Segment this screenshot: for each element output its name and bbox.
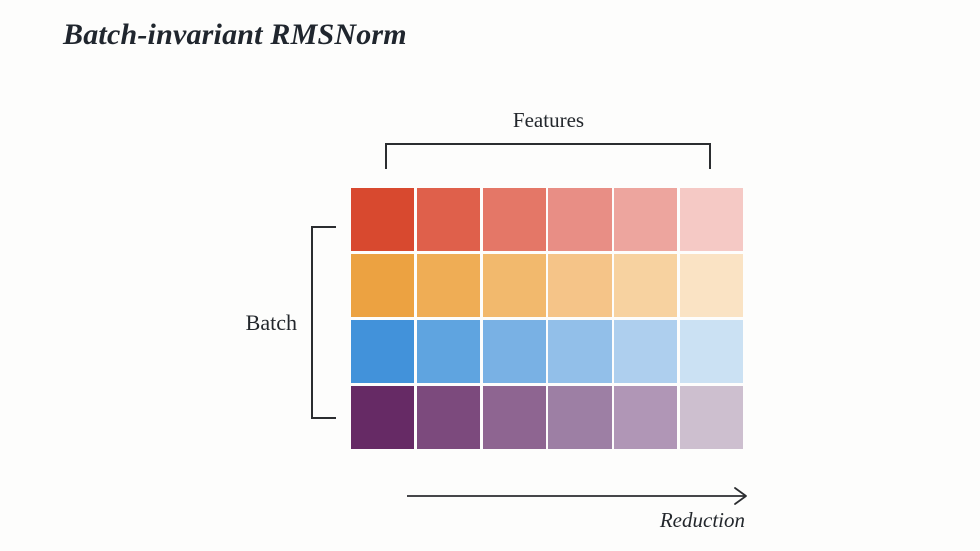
- grid-cell-r2-c2: [482, 319, 546, 384]
- grid-cell-r2-c5: [679, 319, 743, 384]
- grid-cell-r1-c0: [351, 253, 415, 318]
- reduction-arrow-icon: [407, 487, 747, 505]
- grid-cell-r0-c5: [679, 188, 743, 252]
- grid-cell-r1-c2: [482, 253, 546, 318]
- grid-cell-r1-c4: [614, 253, 678, 318]
- grid-cell-r0-c4: [614, 188, 678, 252]
- grid-cell-r0-c2: [482, 188, 546, 252]
- grid-cell-r0-c0: [351, 188, 415, 252]
- batch-axis-label: Batch: [245, 310, 297, 335]
- grid-cell-r2-c0: [351, 319, 415, 384]
- page-title: Batch-invariant RMSNorm: [63, 18, 407, 51]
- grid-cell-r1-c5: [679, 253, 743, 318]
- grid-cell-r3-c5: [679, 385, 743, 449]
- batch-bracket: [311, 226, 336, 419]
- heatmap-grid: [351, 188, 743, 449]
- grid-cell-r2-c3: [548, 319, 612, 384]
- features-bracket: [385, 143, 711, 169]
- grid-cell-r3-c2: [482, 385, 546, 449]
- grid-cell-r3-c4: [614, 385, 678, 449]
- grid-cell-r1-c3: [548, 253, 612, 318]
- grid-cell-r3-c0: [351, 385, 415, 449]
- grid-cell-r2-c4: [614, 319, 678, 384]
- grid-cell-r2-c1: [416, 319, 480, 384]
- features-axis-label: Features: [512, 108, 585, 132]
- reduction-axis-label: Reduction: [659, 508, 745, 532]
- grid-cell-r1-c1: [416, 253, 480, 318]
- grid-cell-r0-c1: [416, 188, 480, 252]
- grid-cell-r0-c3: [548, 188, 612, 252]
- grid-cell-r3-c1: [416, 385, 480, 449]
- grid-cell-r3-c3: [548, 385, 612, 449]
